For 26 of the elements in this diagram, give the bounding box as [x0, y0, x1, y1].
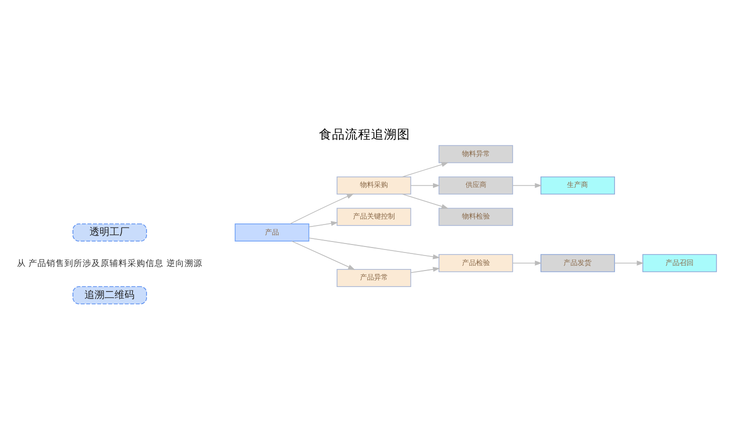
node-box: 物料异常: [438, 145, 514, 164]
node-box: 产品召回: [642, 254, 717, 272]
node-box: 产品关键控制: [336, 208, 412, 226]
node-box: 产品发货: [540, 254, 615, 272]
node-box: 生产商: [540, 176, 615, 195]
arrow: [308, 238, 440, 260]
label: 从 产品销售到所涉及原辅料采购信息 逆向溯源: [16, 259, 202, 270]
node-box: 透明工厂: [72, 224, 147, 242]
arrow: [292, 240, 356, 270]
arrow: [512, 260, 542, 266]
node-box: 产品异常: [336, 268, 412, 288]
node-box: 追溯二维码: [72, 286, 147, 304]
node-box: 产品: [234, 224, 310, 242]
node-box: 物料采购: [336, 176, 412, 195]
diagram-title: 食品流程追溯图: [319, 126, 410, 142]
arrow: [512, 183, 542, 188]
arrow: [410, 183, 440, 188]
arrow: [308, 220, 338, 228]
node-box: 产品检验: [438, 254, 514, 272]
arrow: [410, 266, 440, 274]
node-box: 供应商: [438, 176, 514, 195]
arrow: [614, 260, 644, 266]
arrow: [290, 194, 354, 224]
arrow: [402, 194, 449, 209]
node-box: 物料检验: [438, 208, 514, 226]
arrow: [402, 162, 449, 178]
